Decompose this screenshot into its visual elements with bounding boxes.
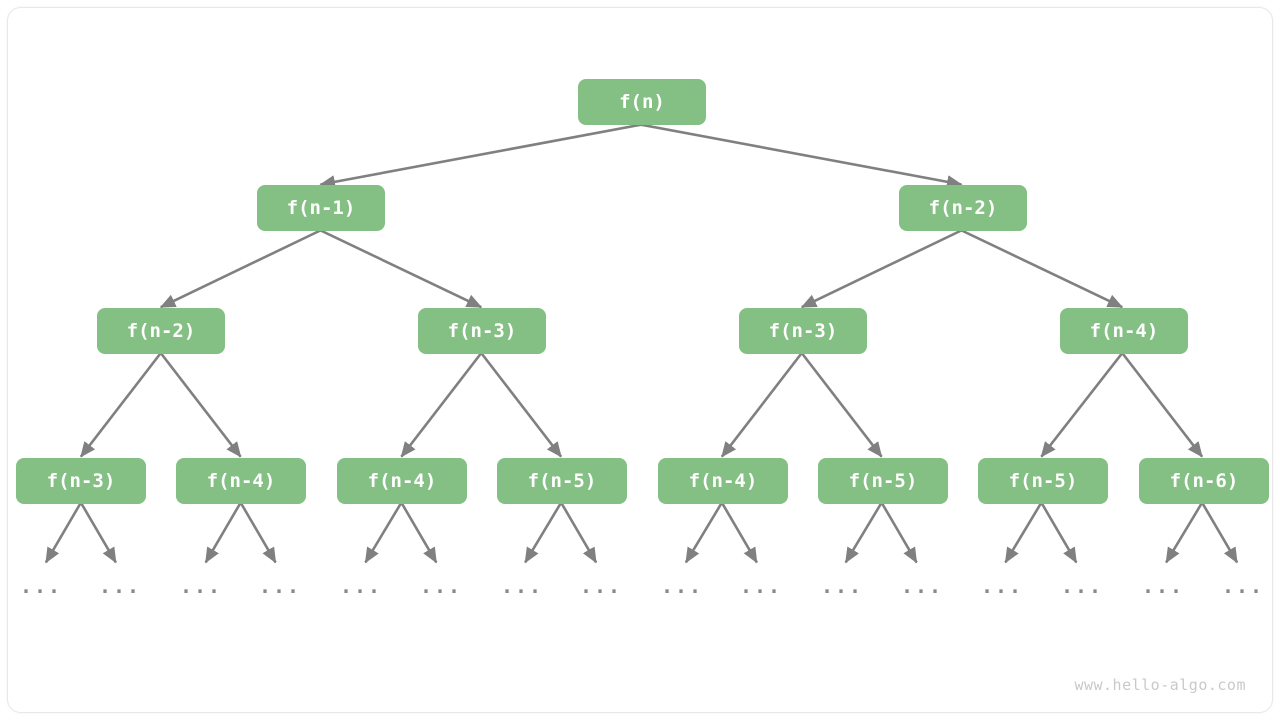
tree-edge: [720, 501, 758, 564]
tree-edge: [204, 501, 242, 564]
leaf-ellipsis: ...: [980, 574, 1024, 598]
tree-node: f(n-3): [16, 458, 146, 504]
tree-edge: [1040, 352, 1124, 458]
tree-edge: [44, 501, 83, 564]
tree-edge: [1165, 501, 1204, 564]
tree-edge: [560, 501, 598, 564]
tree-edge: [960, 229, 1124, 309]
leaf-ellipsis: ...: [98, 574, 142, 598]
leaf-ellipsis: ...: [1141, 574, 1185, 598]
tree-edge: [1040, 501, 1078, 564]
tree-node: f(n-3): [418, 308, 546, 354]
leaf-ellipsis: ...: [900, 574, 944, 598]
tree-edge: [1004, 501, 1043, 564]
tree-edge: [400, 352, 483, 458]
leaf-ellipsis: ...: [258, 574, 302, 598]
tree-edge: [1121, 352, 1204, 458]
tree-edge: [79, 352, 162, 458]
tree-edge: [720, 352, 803, 458]
tree-edge: [480, 352, 563, 458]
tree-node: f(n-2): [97, 308, 225, 354]
watermark: www.hello-algo.com: [1074, 676, 1246, 694]
leaf-ellipsis: ...: [500, 574, 544, 598]
tree-edge: [800, 229, 963, 309]
tree-edge: [319, 229, 483, 309]
tree-edge: [400, 501, 438, 564]
tree-node: f(n-5): [497, 458, 627, 504]
leaf-ellipsis: ...: [179, 574, 223, 598]
tree-node: f(n-1): [257, 185, 385, 231]
tree-node: f(n-6): [1139, 458, 1269, 504]
tree-node: f(n-4): [1060, 308, 1188, 354]
leaf-ellipsis: ...: [739, 574, 783, 598]
tree-edges: [44, 123, 1239, 564]
tree-node: f(n-3): [739, 308, 867, 354]
edge-layer: [44, 123, 1239, 564]
tree-node: f(n-5): [818, 458, 948, 504]
tree-edge: [159, 352, 242, 458]
tree-edge: [159, 229, 322, 309]
tree-edge: [1200, 501, 1239, 564]
tree-edge: [800, 352, 883, 458]
tree-node: f(n-5): [978, 458, 1108, 504]
tree-node: f(n): [578, 79, 706, 125]
tree-edge: [844, 501, 883, 564]
leaf-ellipsis: ...: [419, 574, 463, 598]
tree-edge: [319, 123, 642, 189]
leaf-ellipsis: ...: [19, 574, 63, 598]
tree-edge: [640, 123, 963, 189]
leaf-ellipsis: ...: [1221, 574, 1265, 598]
tree-node: f(n-4): [658, 458, 788, 504]
leaf-ellipsis: ...: [579, 574, 623, 598]
leaf-ellipsis: ...: [1060, 574, 1104, 598]
tree-edge: [880, 501, 918, 564]
tree-node: f(n-4): [176, 458, 306, 504]
leaf-ellipsis: ...: [660, 574, 704, 598]
tree-edge: [684, 501, 723, 564]
tree-edge: [79, 501, 117, 564]
diagram-canvas: f(n) f(n-1) f(n-2) f(n-2) f(n-3) f(n-3) f(n-4)…: [7, 7, 1273, 713]
leaf-ellipsis: ...: [339, 574, 383, 598]
tree-edge: [524, 501, 563, 564]
tree-edge: [364, 501, 403, 564]
tree-node: f(n-4): [337, 458, 467, 504]
leaf-ellipsis: ...: [820, 574, 864, 598]
tree-edge: [239, 501, 277, 564]
tree-node: f(n-2): [899, 185, 1027, 231]
